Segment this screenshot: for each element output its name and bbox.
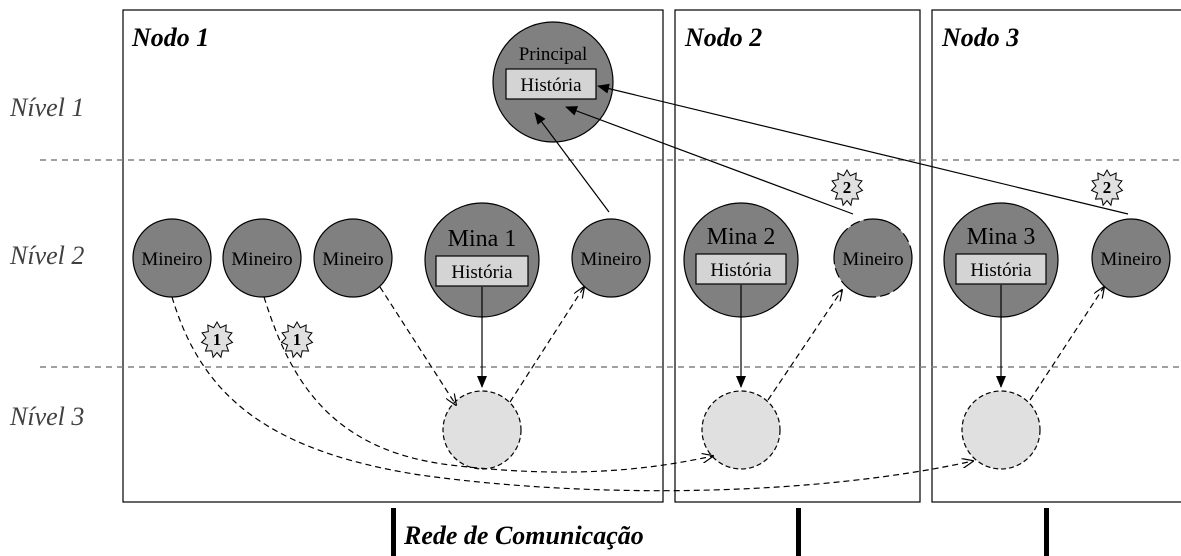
mine-1-history-label: História xyxy=(451,262,513,283)
arrow-miner2-to-cell2 xyxy=(263,296,713,473)
network-connector-1 xyxy=(391,508,396,556)
arrow-miner3-to-cell1 xyxy=(379,286,456,405)
miner-2: Mineiro xyxy=(222,218,302,298)
mine-node-1: Mina 1 História xyxy=(424,202,540,318)
miner-4: Mineiro xyxy=(571,218,651,298)
principal-history-box xyxy=(505,68,597,100)
miner-4-label: Mineiro xyxy=(580,249,641,270)
arrow-cell2-to-miner5 xyxy=(767,290,842,401)
arrow-miner1-to-cell3 xyxy=(171,296,973,492)
arrow-cell1-to-miner4 xyxy=(509,287,584,403)
badge-2a-label: 2 xyxy=(843,178,852,197)
miner-5-label: Mineiro xyxy=(842,249,903,270)
node1-title: Nodo 1 xyxy=(131,23,209,52)
node3-box xyxy=(931,9,1181,503)
level1-label: Nível 1 xyxy=(9,93,84,122)
miner-3: Mineiro xyxy=(313,218,393,298)
miner-1-label: Mineiro xyxy=(141,249,202,270)
miner-1: Mineiro xyxy=(132,218,212,298)
badge-2a: 2 xyxy=(830,169,864,207)
miner-3-label: Mineiro xyxy=(322,249,383,270)
node1-box xyxy=(122,9,664,503)
network-label: Rede de Comunicação xyxy=(403,521,644,550)
principal-history-label: História xyxy=(520,75,582,96)
miner-6-label: Mineiro xyxy=(1100,249,1161,270)
network-connector-3 xyxy=(1044,508,1049,556)
badge-2b-label: 2 xyxy=(1103,178,1112,197)
level3-cell-node3 xyxy=(961,390,1041,470)
arrow-miner5-to-principal xyxy=(565,106,854,215)
miner-2-label: Mineiro xyxy=(231,249,292,270)
node3-title: Nodo 3 xyxy=(941,23,1019,52)
level3-cell-node1 xyxy=(442,390,522,470)
mine-3-history-box xyxy=(955,253,1047,285)
node2-title: Nodo 2 xyxy=(684,23,762,52)
node2-box xyxy=(674,9,921,503)
badge-1b: 1 xyxy=(280,321,314,359)
badge-2b: 2 xyxy=(1090,169,1124,207)
mine-3-label: Mina 3 xyxy=(967,224,1036,250)
level2-label: Nível 2 xyxy=(9,241,84,270)
mine-2-history-label: História xyxy=(710,260,772,281)
mine-node-2: Mina 2 História xyxy=(683,202,799,318)
mine-node-3: Mina 3 História xyxy=(943,202,1059,318)
mine-2-label: Mina 2 xyxy=(707,224,776,250)
miner-6: Mineiro xyxy=(1091,218,1171,298)
arrow-cell3-to-miner6 xyxy=(1029,287,1104,401)
badge-1a-label: 1 xyxy=(213,330,222,349)
mine-1-label: Mina 1 xyxy=(448,226,517,252)
mine-3-history-label: História xyxy=(970,260,1032,281)
mine-2-history-box xyxy=(695,253,787,285)
miner-5: Mineiro xyxy=(833,218,913,298)
network-connector-2 xyxy=(796,508,801,556)
arrow-miner6-to-principal xyxy=(597,83,1129,215)
level3-cell-node2 xyxy=(701,390,781,470)
badge-1a: 1 xyxy=(200,321,234,359)
principal-label: Principal xyxy=(519,44,588,65)
level3-label: Nível 3 xyxy=(9,402,84,431)
mine-1-history-box xyxy=(435,255,529,287)
badge-1b-label: 1 xyxy=(293,330,302,349)
arrow-miner4-to-principal xyxy=(534,112,610,213)
principal-node: Principal História xyxy=(492,21,614,143)
